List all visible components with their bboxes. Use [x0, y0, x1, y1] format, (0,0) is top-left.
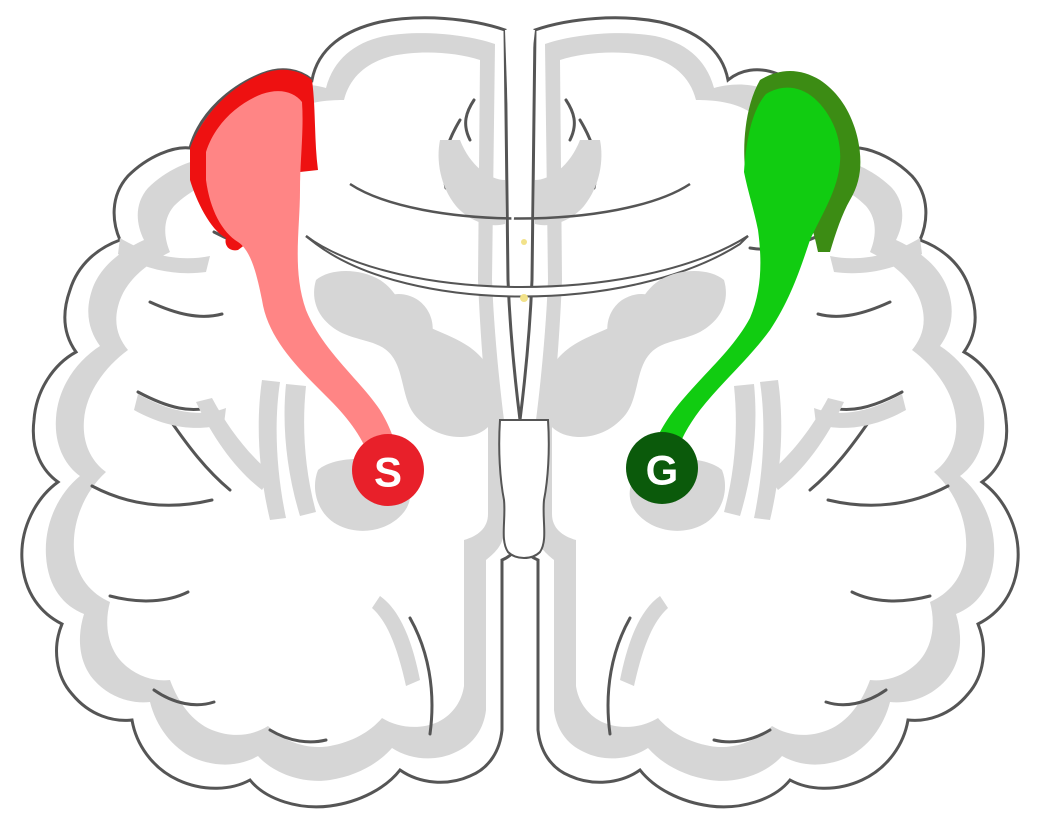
midline-fissure — [505, 30, 535, 236]
marker-g-letter: G — [646, 447, 679, 494]
marker-s: S — [352, 434, 424, 506]
midline-spot-lower — [520, 294, 528, 302]
midline-spot-upper — [521, 239, 527, 245]
marker-g: G — [626, 432, 698, 504]
midline-ventricle — [499, 420, 549, 558]
marker-s-letter: S — [374, 449, 402, 496]
